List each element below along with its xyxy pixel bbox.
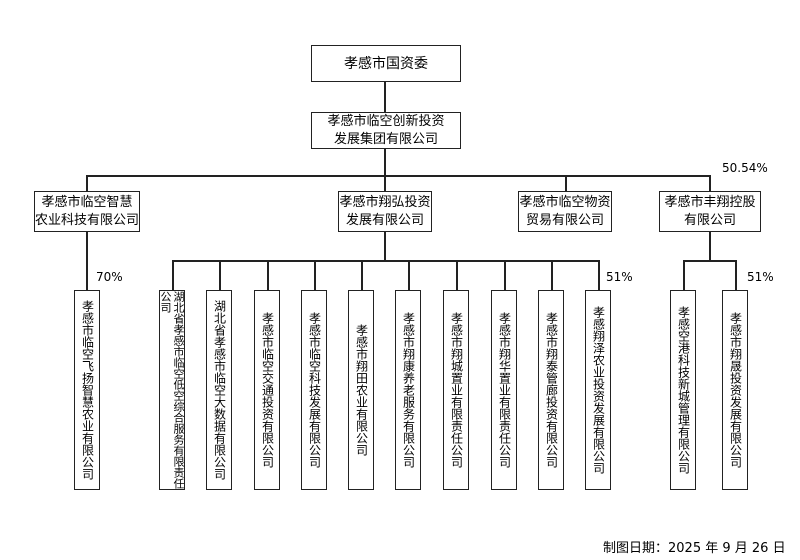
level3-node-f-2: 孝感市翔晟投资发展有限公司 — [722, 290, 748, 490]
level2-zhihui-line2: 农业科技有限公司 — [35, 212, 140, 228]
level3-x-2-label: 湖北省孝感市临空大数据有限公司 — [212, 300, 227, 480]
connector-bus-xianghong — [384, 175, 386, 191]
level3-node-x-10: 孝感翔泽农业投资发展有限公司 — [585, 290, 611, 490]
level2-xianghong-line2: 发展有限公司 — [345, 212, 424, 228]
pct-fengxiang: 51% — [747, 270, 774, 284]
level2-zhihui-line1: 孝感市临空智慧 — [41, 194, 133, 210]
level2-fengxiang-line1: 孝感市丰翔控股 — [664, 194, 756, 210]
connector-xianghong-bus — [172, 260, 599, 262]
level3-node-x-9: 孝感市翔泰管廊投资有限公司 — [538, 290, 564, 490]
connector-level2-bus — [86, 175, 710, 177]
level2-wuzi-line1: 孝感市临空物资 — [519, 194, 611, 210]
top-node-label: 孝感市国资委 — [344, 55, 428, 72]
level3-f-1-label: 孝感空港科技新城管理有限公司 — [676, 306, 691, 474]
connector-f-1 — [683, 260, 685, 290]
connector-x-7 — [456, 260, 458, 290]
level3-x-4-label: 孝感市临空科技发展有限公司 — [307, 312, 322, 468]
level3-node-x-1: 湖北省孝感市临空低空综合服务有限责任公司 — [159, 290, 185, 490]
connector-zhihui-down — [86, 232, 88, 290]
level3-node-x-3: 孝感市临空交通投资有限公司 — [254, 290, 280, 490]
connector-x-6 — [408, 260, 410, 290]
connector-x-1 — [172, 260, 174, 290]
level3-x-10-label: 孝感翔泽农业投资发展有限公司 — [591, 306, 606, 474]
connector-x-4 — [314, 260, 316, 290]
pct-xianghong: 51% — [606, 270, 633, 284]
level3-x-7-label: 孝感市翔城置业有限责任公司 — [449, 312, 464, 468]
level3-zhihui-1-label: 孝感市临空飞扬智慧农业有限公司 — [80, 300, 95, 480]
group-node-line1: 孝感市临空创新投资 — [327, 113, 445, 129]
top-node-box: 孝感市国资委 — [311, 45, 461, 82]
level3-x-9-label: 孝感市翔泰管廊投资有限公司 — [544, 312, 559, 468]
level3-x-8-label: 孝感市翔华置业有限责任公司 — [497, 312, 512, 468]
connector-bus-fengxiang — [709, 175, 711, 191]
connector-bus-zhihui — [86, 175, 88, 191]
level3-f-2-label: 孝感市翔晟投资发展有限公司 — [728, 312, 743, 468]
level3-x-6-label: 孝感市翔康养老服务有限公司 — [401, 312, 416, 468]
connector-group-down — [384, 149, 386, 175]
connector-fengxiang-down — [709, 232, 711, 260]
connector-xianghong-down — [384, 232, 386, 260]
level3-x-1-label: 湖北省孝感市临空低空综合服务有限责任公司 — [159, 291, 185, 489]
connector-x-10 — [598, 260, 600, 290]
connector-fengxiang-bus — [683, 260, 736, 262]
level3-node-x-2: 湖北省孝感市临空大数据有限公司 — [206, 290, 232, 490]
level2-node-xianghong: 孝感市翔弘投资 发展有限公司 — [338, 191, 432, 232]
level2-fengxiang-line2: 有限公司 — [683, 212, 736, 228]
group-node-box: 孝感市临空创新投资 发展集团有限公司 — [311, 112, 461, 149]
connector-f-2 — [735, 260, 737, 290]
level3-node-x-7: 孝感市翔城置业有限责任公司 — [443, 290, 469, 490]
level2-wuzi-line2: 贸易有限公司 — [525, 212, 604, 228]
connector-top-to-group — [384, 82, 386, 112]
connector-x-2 — [219, 260, 221, 290]
chart-date: 制图日期：2025 年 9 月 26 日 — [603, 537, 786, 556]
group-node-line2: 发展集团有限公司 — [333, 131, 438, 147]
level3-node-x-5: 孝感市翔田农业有限公司 — [348, 290, 374, 490]
chart-date-value: 2025 年 9 月 26 日 — [668, 541, 786, 556]
level3-node-zhihui-1: 孝感市临空飞扬智慧农业有限公司 — [74, 290, 100, 490]
level2-node-zhihui: 孝感市临空智慧 农业科技有限公司 — [34, 191, 140, 232]
level3-node-f-1: 孝感空港科技新城管理有限公司 — [670, 290, 696, 490]
level3-node-x-8: 孝感市翔华置业有限责任公司 — [491, 290, 517, 490]
connector-x-3 — [267, 260, 269, 290]
level3-node-x-6: 孝感市翔康养老服务有限公司 — [395, 290, 421, 490]
connector-x-8 — [504, 260, 506, 290]
level2-node-fengxiang: 孝感市丰翔控股 有限公司 — [659, 191, 761, 232]
level3-x-3-label: 孝感市临空交通投资有限公司 — [260, 312, 275, 468]
level3-node-x-4: 孝感市临空科技发展有限公司 — [301, 290, 327, 490]
level2-xianghong-line1: 孝感市翔弘投资 — [339, 194, 431, 210]
connector-bus-wuzi — [565, 175, 567, 191]
ownership-top-pct: 50.54% — [722, 161, 768, 175]
connector-x-9 — [551, 260, 553, 290]
level2-node-wuzi: 孝感市临空物资 贸易有限公司 — [518, 191, 612, 232]
pct-zhihui: 70% — [96, 270, 123, 284]
level3-x-5-label: 孝感市翔田农业有限公司 — [354, 324, 369, 456]
connector-x-5 — [361, 260, 363, 290]
chart-date-label: 制图日期： — [603, 541, 669, 556]
